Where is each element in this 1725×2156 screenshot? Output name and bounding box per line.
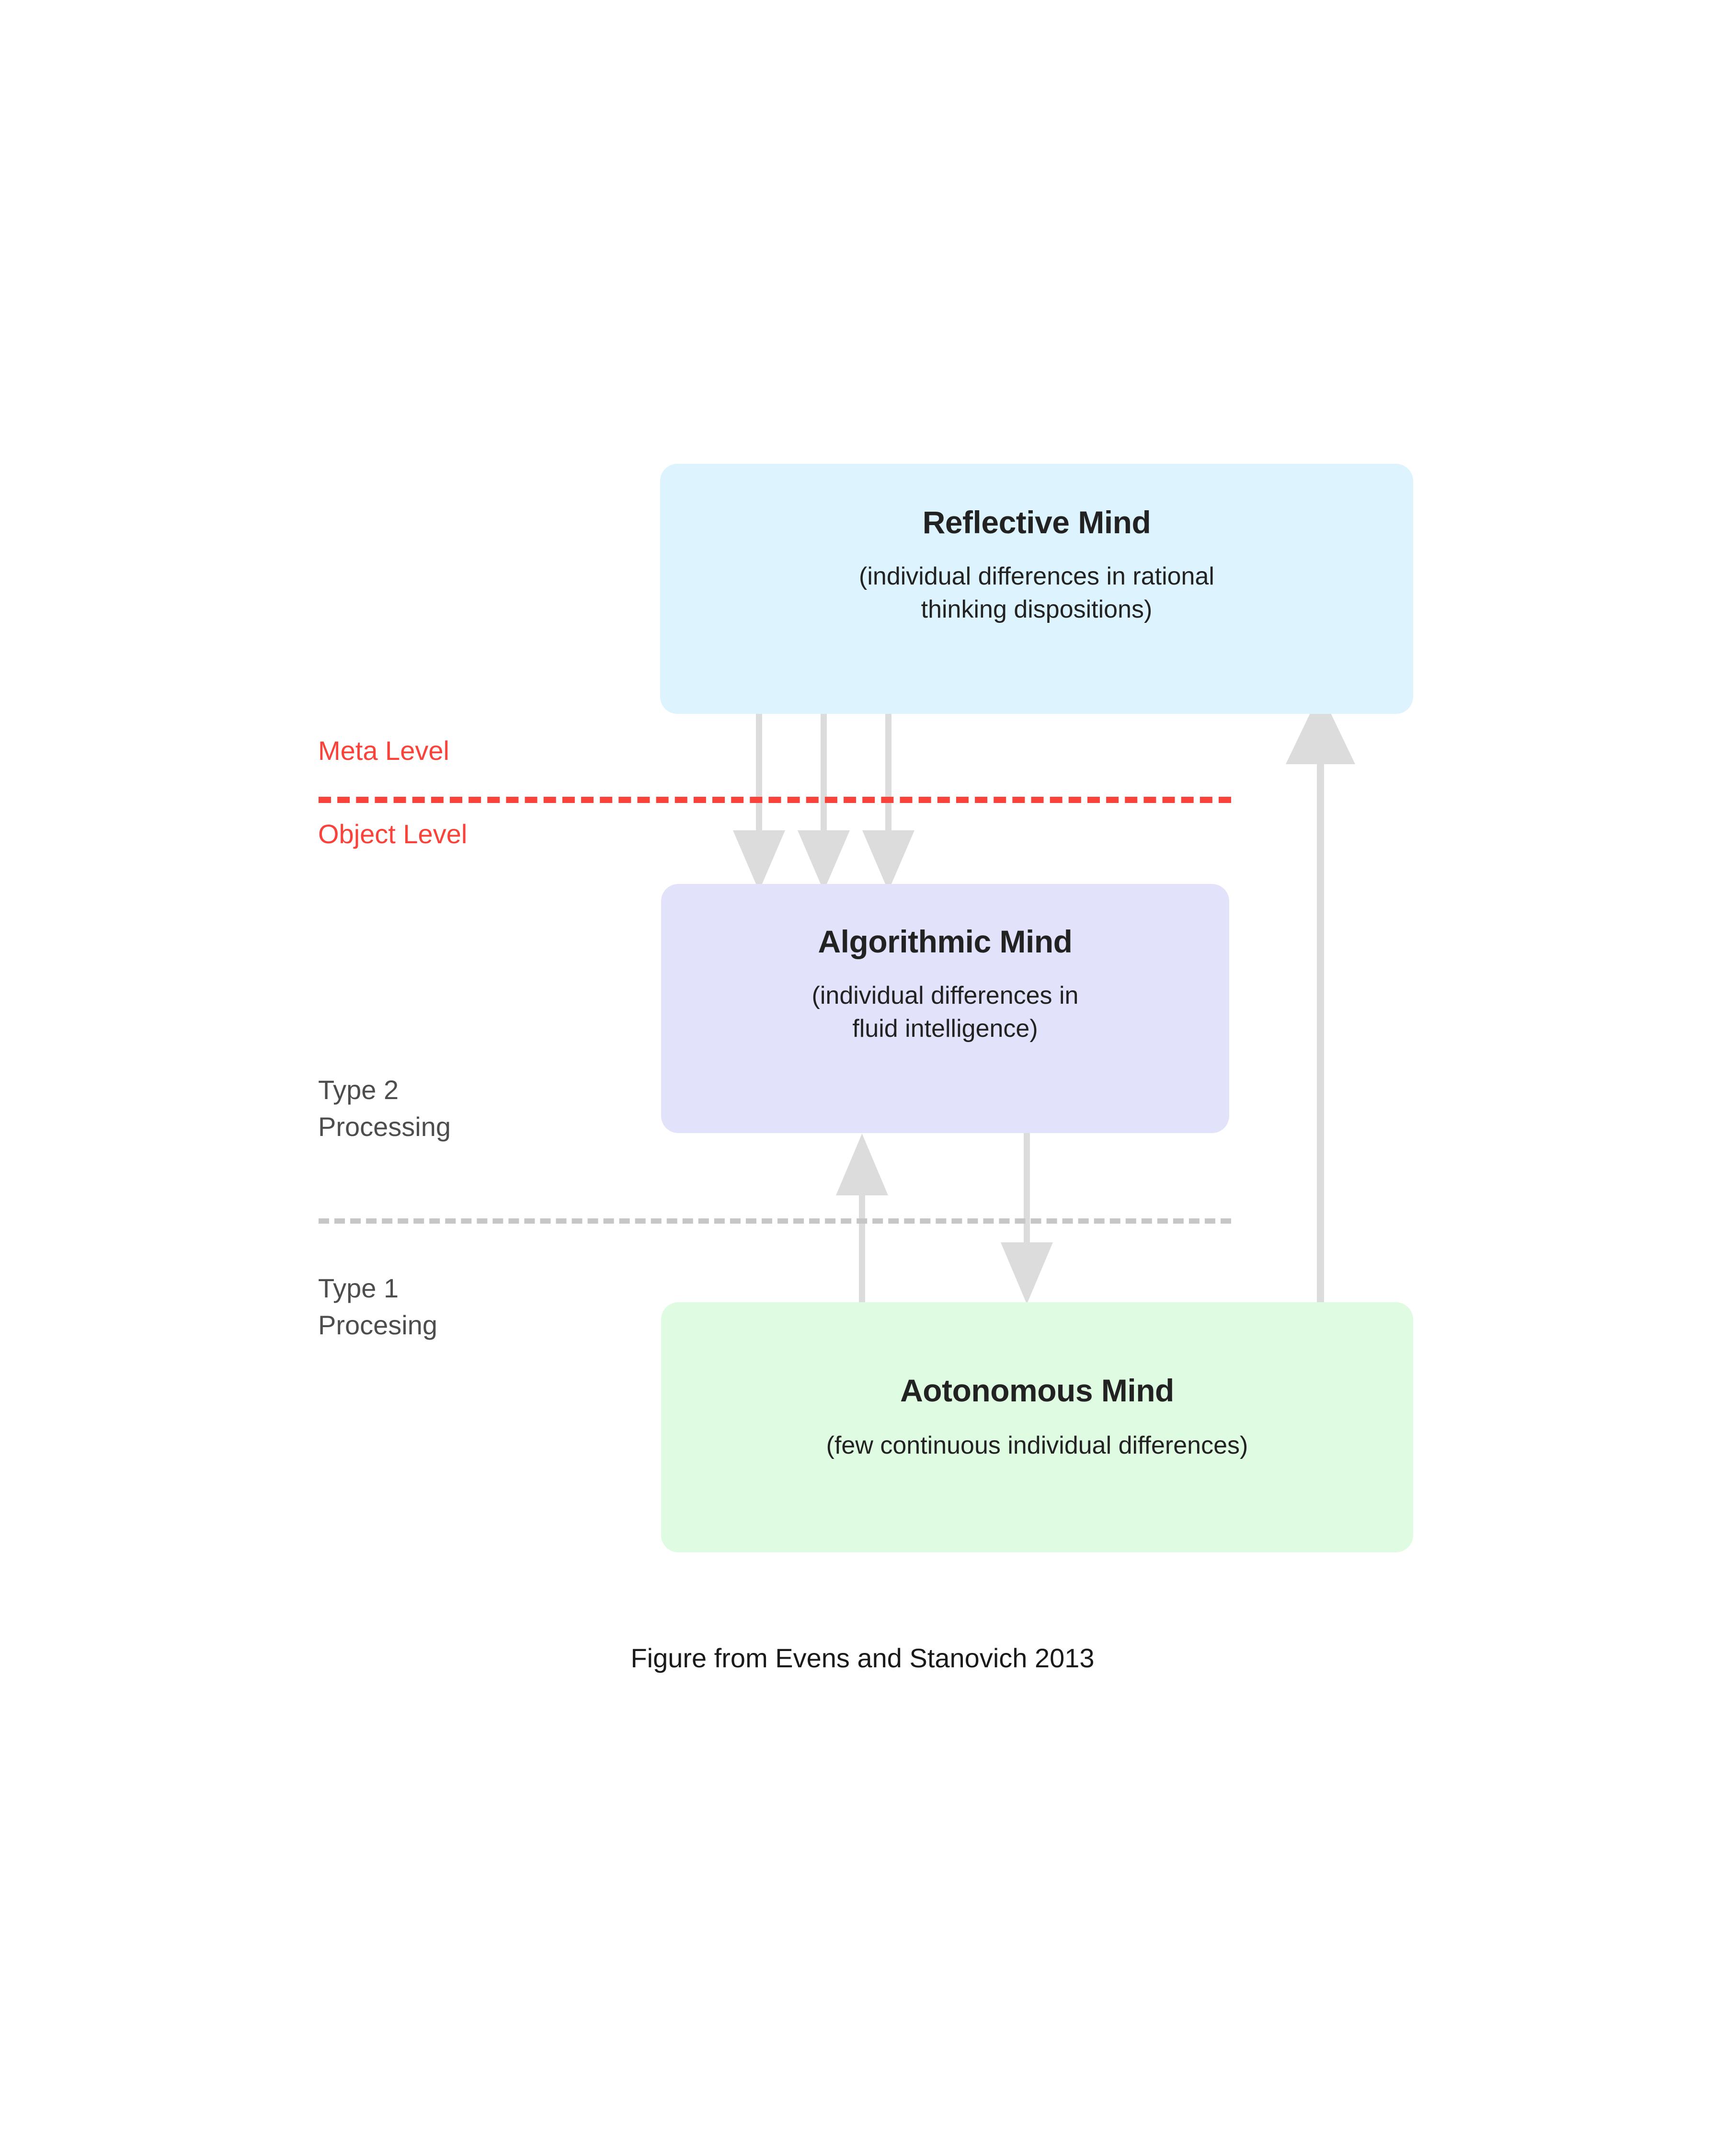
node-reflective-mind-subtitle: (individual differences in rational thin… — [859, 562, 1214, 623]
node-algorithmic-mind[interactable]: Algorithmic Mind (individual differences… — [661, 884, 1229, 1133]
node-algorithmic-mind-title: Algorithmic Mind — [818, 924, 1073, 959]
label-type1-processing: Type 1 Procesing — [318, 1273, 438, 1341]
arrow-algorithmic-to-autonomous — [1001, 1132, 1053, 1304]
node-autonomous-mind-subtitle: (few continuous individual differences) — [826, 1431, 1248, 1459]
label-type2-processing: Type 2 Processing — [318, 1075, 451, 1142]
node-algorithmic-mind-subtitle: (individual differences in fluid intelli… — [811, 981, 1079, 1043]
node-reflective-mind[interactable]: Reflective Mind (individual differences … — [660, 464, 1413, 714]
node-autonomous-mind-title: Aotonomous Mind — [900, 1373, 1174, 1408]
node-reflective-mind-title: Reflective Mind — [922, 505, 1151, 540]
figure-caption: Figure from Evens and Stanovich 2013 — [630, 1643, 1095, 1673]
label-meta-level: Meta Level — [318, 735, 449, 766]
label-object-level: Object Level — [318, 819, 468, 849]
arrow-autonomous-to-algorithmic — [836, 1134, 888, 1308]
node-autonomous-mind[interactable]: Aotonomous Mind (few continuous individu… — [661, 1302, 1413, 1552]
divider-type1-type2 — [319, 1218, 1231, 1224]
arrow-autonomous-to-reflective — [1286, 692, 1355, 1305]
divider-meta-object-level — [319, 797, 1231, 803]
